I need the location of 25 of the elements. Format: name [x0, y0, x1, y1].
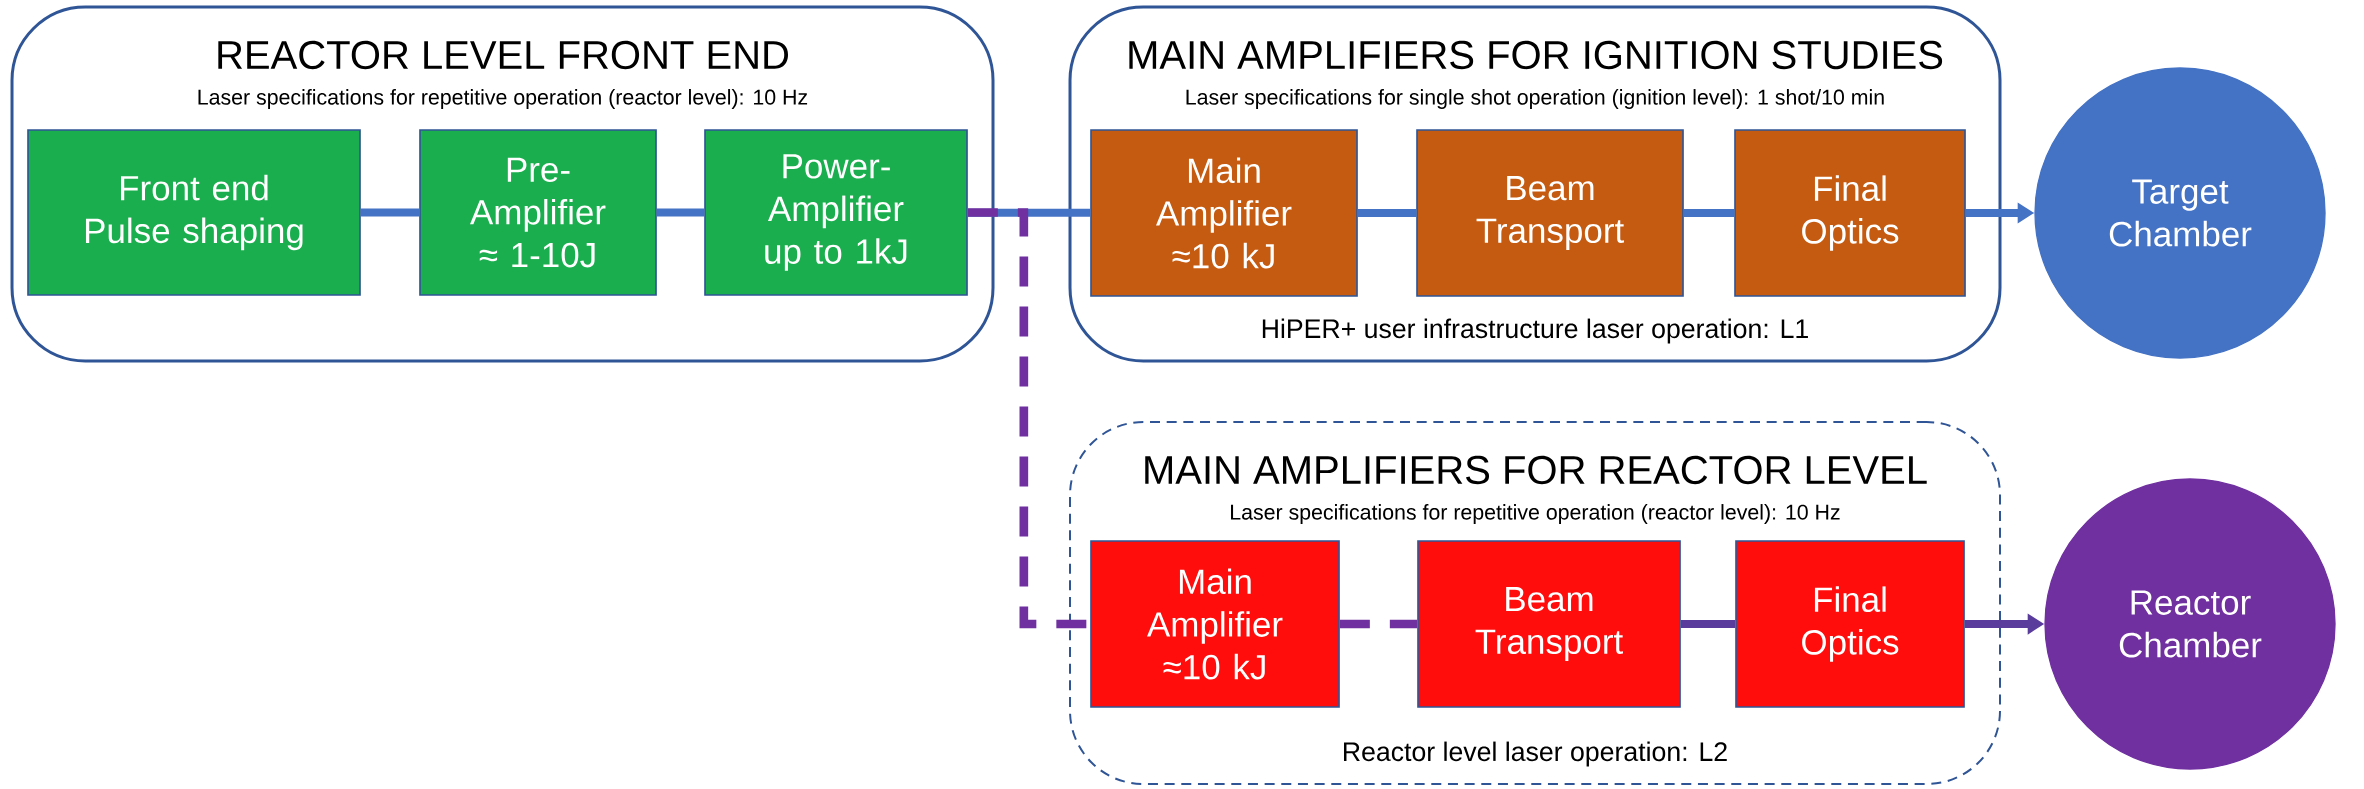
panel-footer: HiPER+ user infrastructure laser operation: L1	[1262, 318, 1808, 344]
panel-title: MAIN AMPLIFIERS FOR REACTOR LEVEL	[1145, 455, 1927, 485]
panel-footer: Reactor level laser operation: L2	[1344, 741, 1727, 767]
panel-title: MAIN AMPLIFIERS FOR IGNITION STUDIES	[1129, 40, 1943, 70]
panel-subtitle: Laser specifications for repetitive operation (reactor level): 10 Hz	[198, 89, 808, 109]
connector-line	[1683, 209, 1735, 217]
connector-line	[1339, 619, 1418, 629]
process-box: Front end Pulse shaping	[27, 129, 361, 296]
panel	[10, 5, 995, 363]
process-box: Final Optics	[1735, 540, 1965, 708]
connector-line	[360, 208, 420, 217]
process-box: Main Amplifier ≈10 kJ	[1090, 129, 1358, 297]
connector-line	[656, 208, 705, 217]
panel-subtitle: Laser specifications for repetitive operation (reactor level): 10 Hz	[1231, 504, 1840, 524]
panel-title: REACTOR LEVEL FRONT END	[218, 40, 788, 70]
connector-line	[1357, 209, 1417, 217]
process-box: Power- Amplifier up to 1kJ	[704, 129, 968, 296]
panel	[1069, 421, 2001, 785]
panel-subtitle: Laser specifications for single shot operation (ignition level): 1 shot/10 min	[1186, 89, 1884, 109]
process-box: Beam Transport	[1416, 129, 1684, 297]
process-box: Final Optics	[1734, 129, 1966, 297]
process-box: Main Amplifier ≈10 kJ	[1090, 540, 1340, 708]
process-box: Pre- Amplifier ≈ 1-10J	[419, 129, 657, 296]
panel	[1068, 5, 2002, 363]
process-box: Beam Transport	[1417, 540, 1681, 708]
